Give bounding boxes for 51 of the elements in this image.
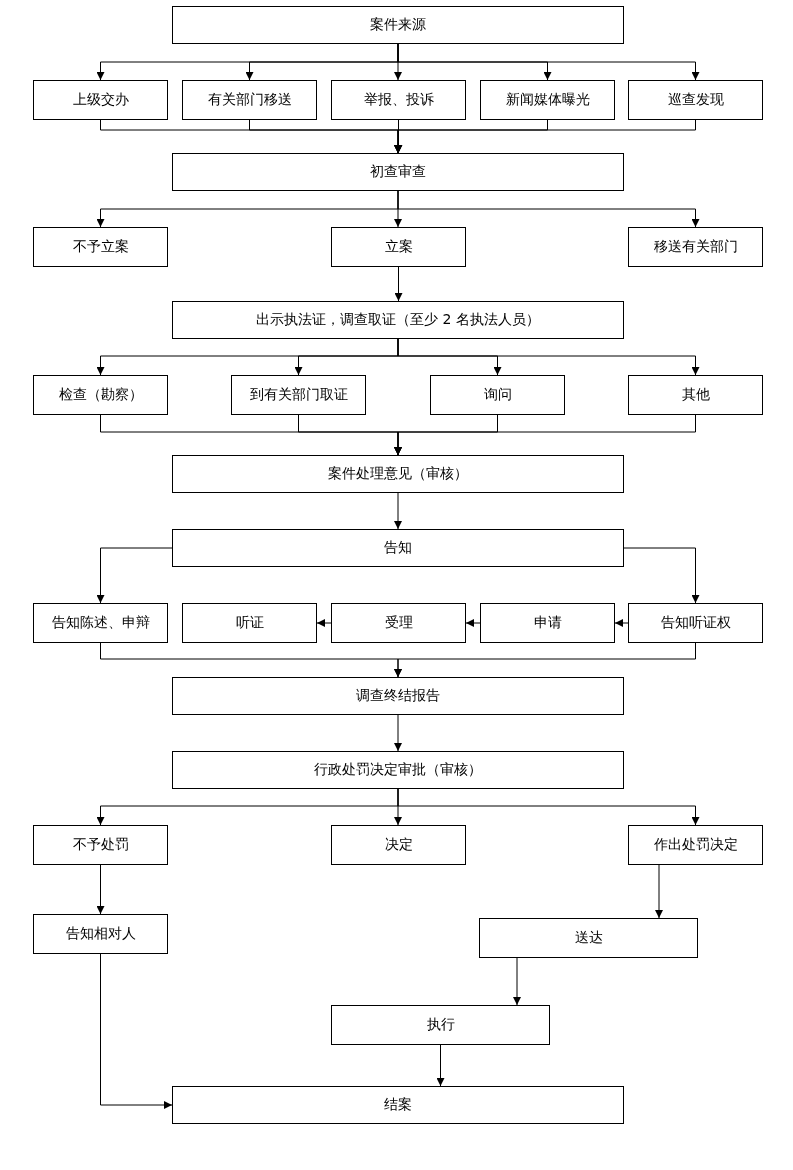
process-box: 告知相对人: [33, 914, 168, 954]
process-box: 调查终结报告: [172, 677, 624, 715]
arrow: [397, 43, 700, 81]
process-box: 不予处罚: [33, 825, 168, 865]
process-box: 决定: [331, 825, 466, 865]
process-box: 执行: [331, 1005, 550, 1045]
arrow: [96, 547, 173, 604]
process-box: 其他: [628, 375, 763, 415]
arrow: [394, 714, 402, 752]
arrow: [436, 1044, 445, 1087]
arrow: [397, 788, 700, 826]
process-box: 上级交办: [33, 80, 168, 120]
process-box: 行政处罚决定审批（审核）: [172, 751, 624, 789]
process-box: 案件来源: [172, 6, 624, 44]
process-box: 出示执法证，调查取证（至少 2 名执法人员）: [172, 301, 624, 339]
process-box: 不予立案: [33, 227, 168, 267]
arrow: [394, 266, 403, 302]
process-box: 作出处罚决定: [628, 825, 763, 865]
process-box: 送达: [479, 918, 698, 958]
process-box: 听证: [182, 603, 317, 643]
arrow: [394, 492, 402, 530]
arrow: [316, 619, 332, 627]
process-box: 结案: [172, 1086, 624, 1124]
process-box: 受理: [331, 603, 466, 643]
arrow: [465, 619, 481, 627]
process-box: 检查（勘察）: [33, 375, 168, 415]
process-box: 新闻媒体曝光: [480, 80, 615, 120]
arrow: [397, 190, 700, 228]
arrow: [100, 953, 173, 1109]
process-box: 案件处理意见（审核）: [172, 455, 624, 493]
process-box: 告知陈述、申辩: [33, 603, 168, 643]
process-box: 初查审查: [172, 153, 624, 191]
process-box: 立案: [331, 227, 466, 267]
process-box: 告知听证权: [628, 603, 763, 643]
process-box: 移送有关部门: [628, 227, 763, 267]
arrow: [394, 642, 696, 678]
process-box: 申请: [480, 603, 615, 643]
process-box: 告知: [172, 529, 624, 567]
arrow: [96, 864, 105, 915]
process-box: 巡查发现: [628, 80, 763, 120]
process-box: 有关部门移送: [182, 80, 317, 120]
arrow: [655, 864, 663, 919]
arrow: [394, 119, 696, 154]
process-box: 询问: [430, 375, 565, 415]
arrow: [397, 338, 700, 376]
arrow: [513, 957, 521, 1006]
arrow: [394, 414, 696, 456]
arrow: [614, 619, 629, 627]
process-box: 到有关部门取证: [231, 375, 366, 415]
arrow: [623, 547, 700, 604]
process-box: 举报、投诉: [331, 80, 466, 120]
